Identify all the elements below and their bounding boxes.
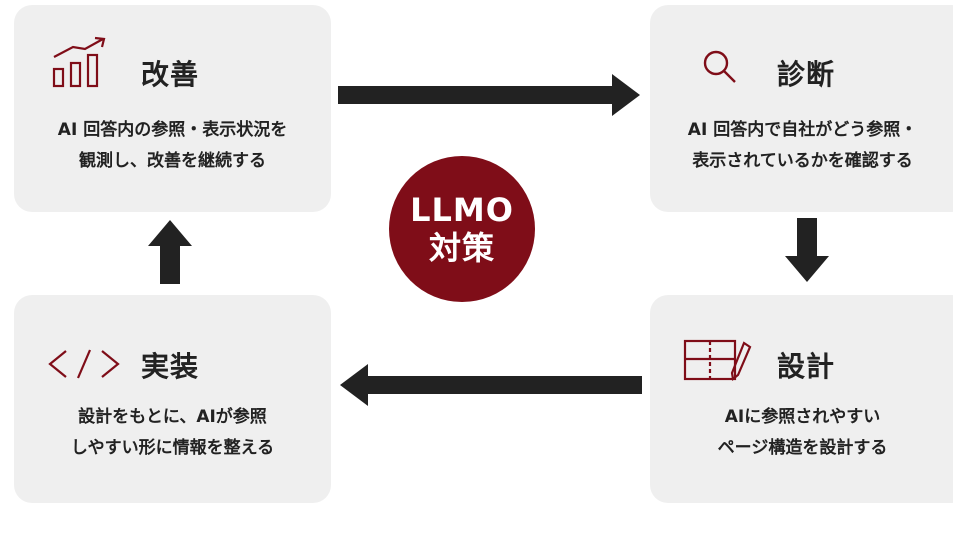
magnifier-icon xyxy=(703,50,736,83)
desc-line-2: しやすい形に情報を整える xyxy=(70,438,275,458)
card-description: 設計をもとに、AIが参照 しやすい形に情報を整える xyxy=(14,402,331,464)
card-title: 改善 xyxy=(141,58,200,91)
desc-line-2: 観測し、改善を継続する xyxy=(79,151,266,171)
arrow-left xyxy=(340,364,642,406)
chart-growth-icon xyxy=(52,36,106,88)
center-label-line-2: 対策 xyxy=(428,229,495,267)
center-circle: LLMO 対策 xyxy=(389,156,535,302)
desc-line-2: ページ構造を設計する xyxy=(717,438,888,458)
arrow-up xyxy=(148,220,192,284)
card-diagnose: 診断 AI 回答内で自社がどう参照・ 表示されているかを確認する xyxy=(650,5,953,212)
center-label-line-1: LLMO xyxy=(410,191,514,229)
card-description: AI 回答内の参照・表示状況を 観測し、改善を継続する xyxy=(14,115,331,177)
desc-line-1: 設計をもとに、AIが参照 xyxy=(78,407,267,427)
card-title: 診断 xyxy=(777,58,836,91)
desc-line-1: AI 回答内の参照・表示状況を xyxy=(57,120,288,140)
arrow-down xyxy=(785,218,829,282)
desc-line-2: 表示されているかを確認する xyxy=(692,151,913,171)
card-title: 設計 xyxy=(777,350,836,383)
card-design: 設計 AIに参照されやすい ページ構造を設計する xyxy=(650,295,953,503)
card-implement: 実装 設計をもとに、AIが参照 しやすい形に情報を整える xyxy=(14,295,331,503)
blueprint-pen-icon xyxy=(683,339,752,382)
desc-line-1: AI 回答内で自社がどう参照・ xyxy=(687,120,918,140)
desc-line-1: AIに参照されやすい xyxy=(724,407,881,427)
code-icon xyxy=(48,349,120,379)
card-description: AIに参照されやすい ページ構造を設計する xyxy=(650,402,953,464)
card-improve: 改善 AI 回答内の参照・表示状況を 観測し、改善を継続する xyxy=(14,5,331,212)
card-title: 実装 xyxy=(141,350,200,383)
card-description: AI 回答内で自社がどう参照・ 表示されているかを確認する xyxy=(650,115,953,177)
arrow-right xyxy=(338,74,640,116)
